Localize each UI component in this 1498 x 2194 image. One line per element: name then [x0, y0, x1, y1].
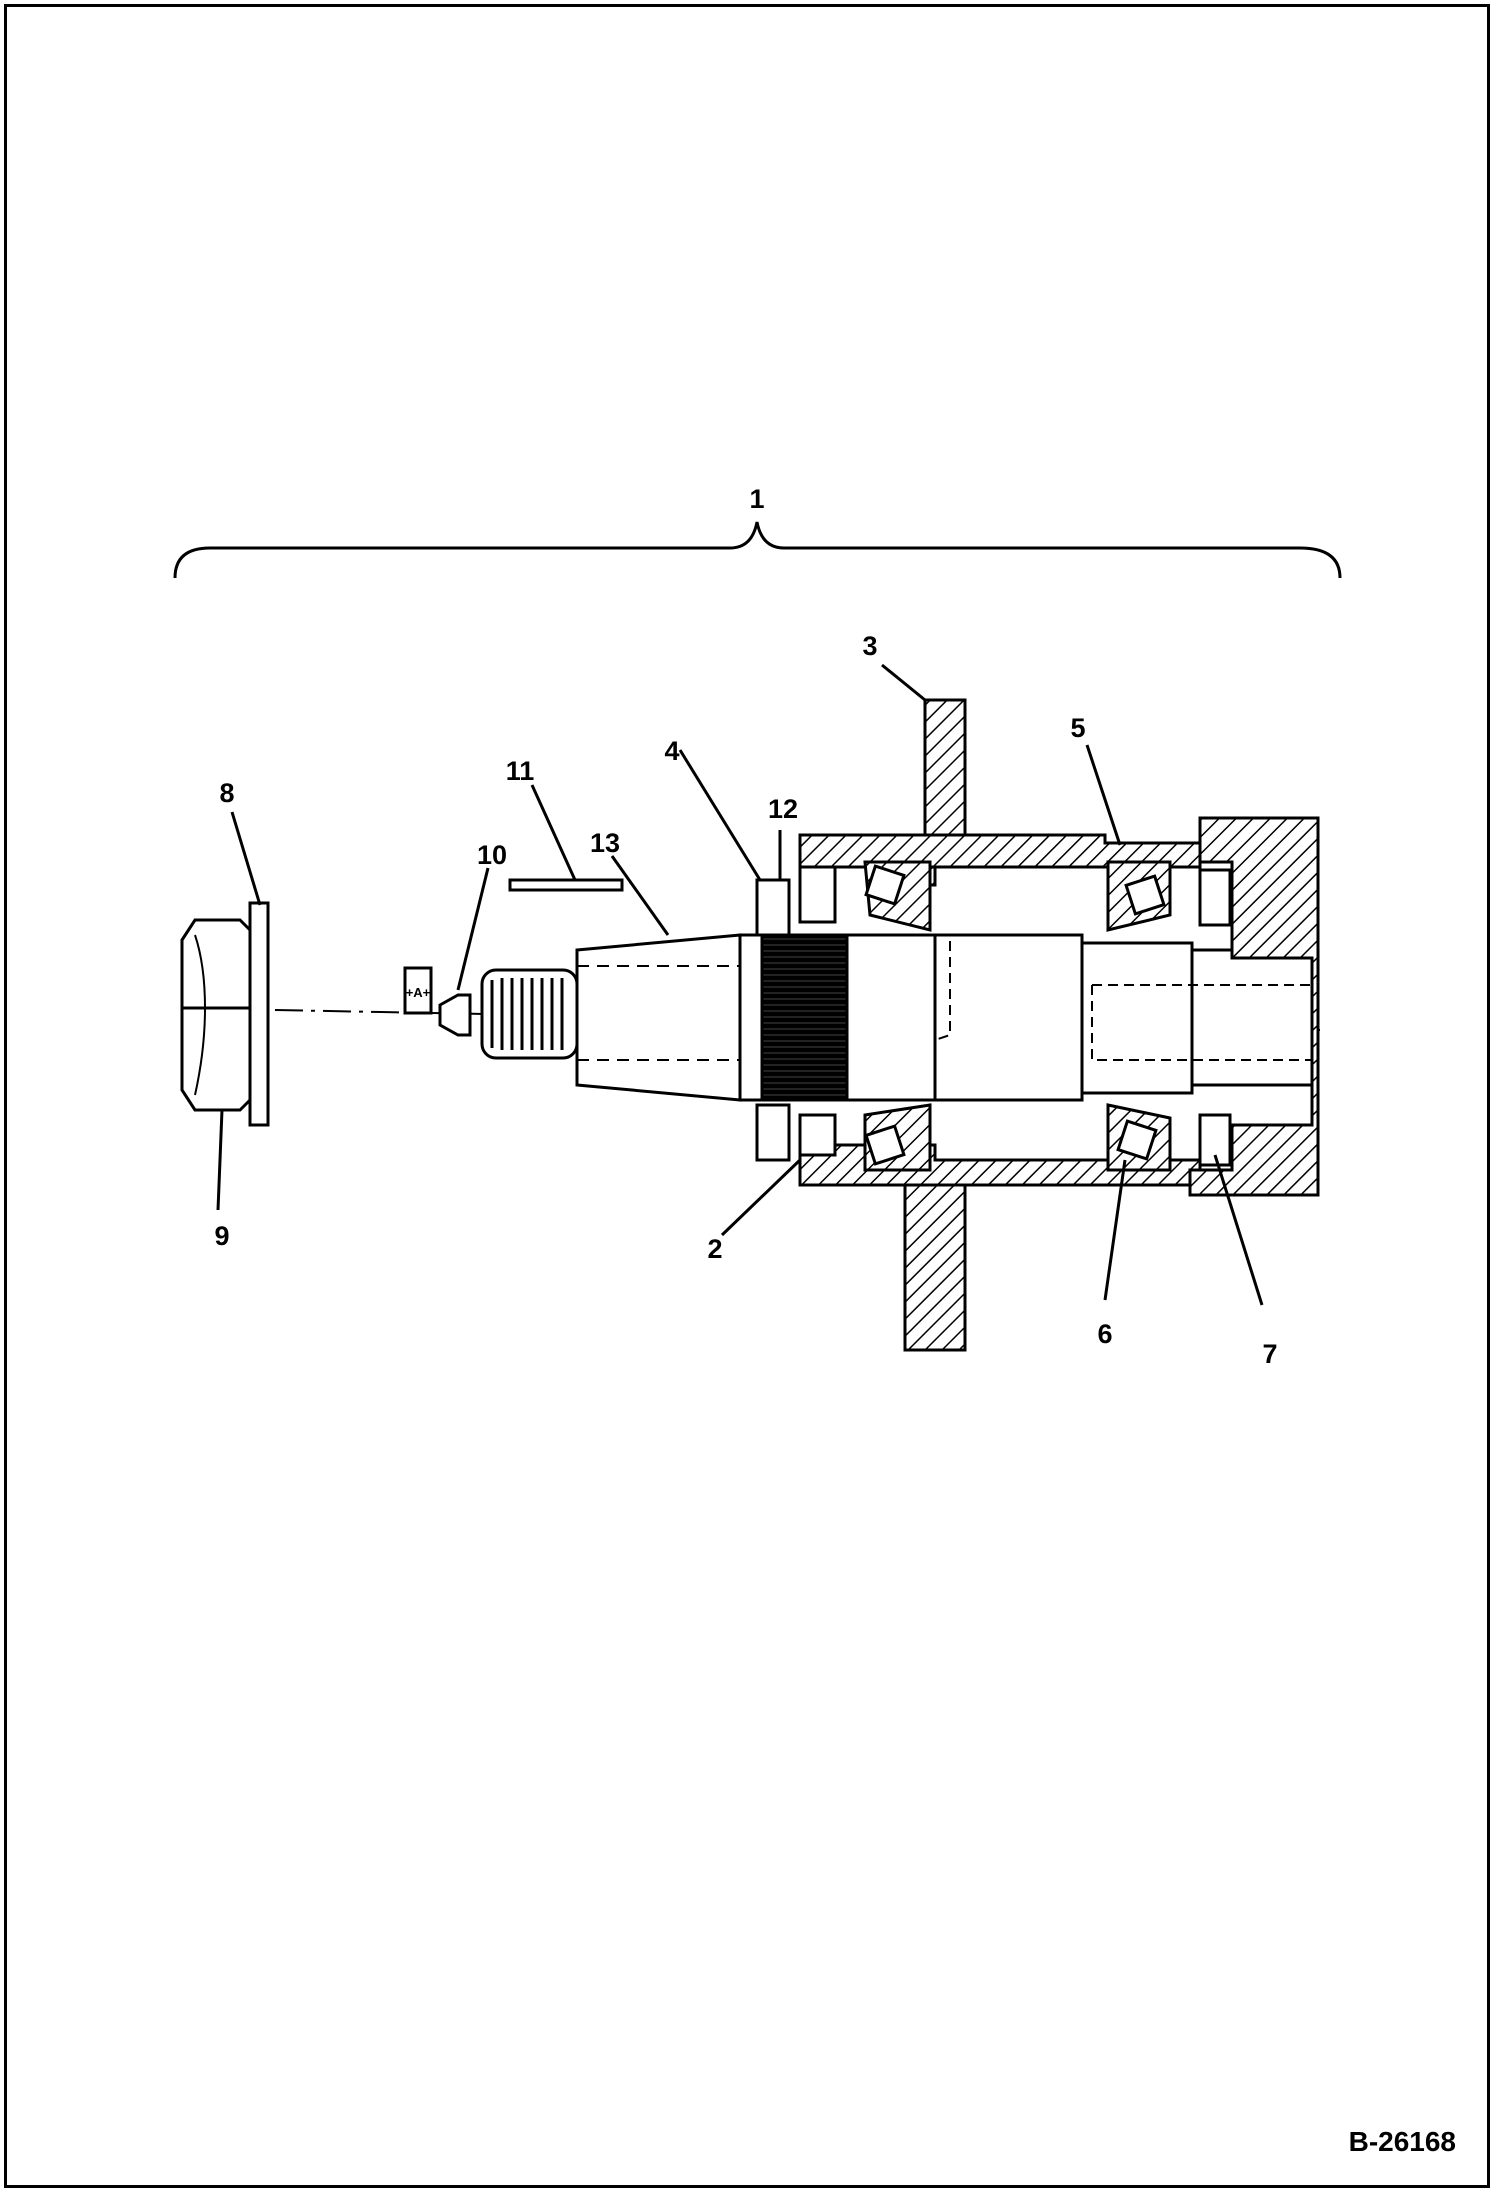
key [508, 878, 624, 892]
callout-11: 11 [506, 756, 535, 786]
callout-numbers: 1 2 3 4 5 6 7 8 9 10 11 12 13 [214, 484, 1277, 1369]
seal-cap [1188, 816, 1320, 1197]
grease-fitting: +A+ [403, 966, 472, 1037]
spindle-thread [480, 968, 579, 1060]
leader-lines [216, 663, 1264, 1306]
callout-13: 13 [590, 828, 620, 858]
knurled-collar [760, 933, 849, 1102]
shaft [845, 933, 1315, 1102]
callout-12: 12 [768, 794, 798, 824]
callout-10: 10 [477, 840, 507, 870]
callout-5: 5 [1070, 713, 1085, 743]
callout-7: 7 [1262, 1339, 1277, 1369]
assembly-bracket [173, 521, 1342, 579]
callout-6: 6 [1097, 1319, 1112, 1349]
spacer-upper [755, 878, 791, 937]
seals [798, 865, 1232, 1167]
page-border [4, 4, 1490, 2188]
tapered-spindle [575, 933, 742, 1102]
callout-3: 3 [862, 631, 877, 661]
callout-2: 2 [707, 1234, 722, 1264]
bearing-left [863, 860, 932, 1172]
callout-8: 8 [219, 778, 234, 808]
callout-1: 1 [749, 484, 764, 514]
bearing-right [1106, 860, 1172, 1172]
gauge-mark: +A+ [406, 985, 431, 1000]
spacer-lower [755, 1103, 791, 1162]
callout-9: 9 [214, 1221, 229, 1251]
flange-nut [180, 901, 270, 1127]
figure-reference: B-26168 [1348, 2126, 1456, 2157]
callout-4: 4 [664, 736, 679, 766]
